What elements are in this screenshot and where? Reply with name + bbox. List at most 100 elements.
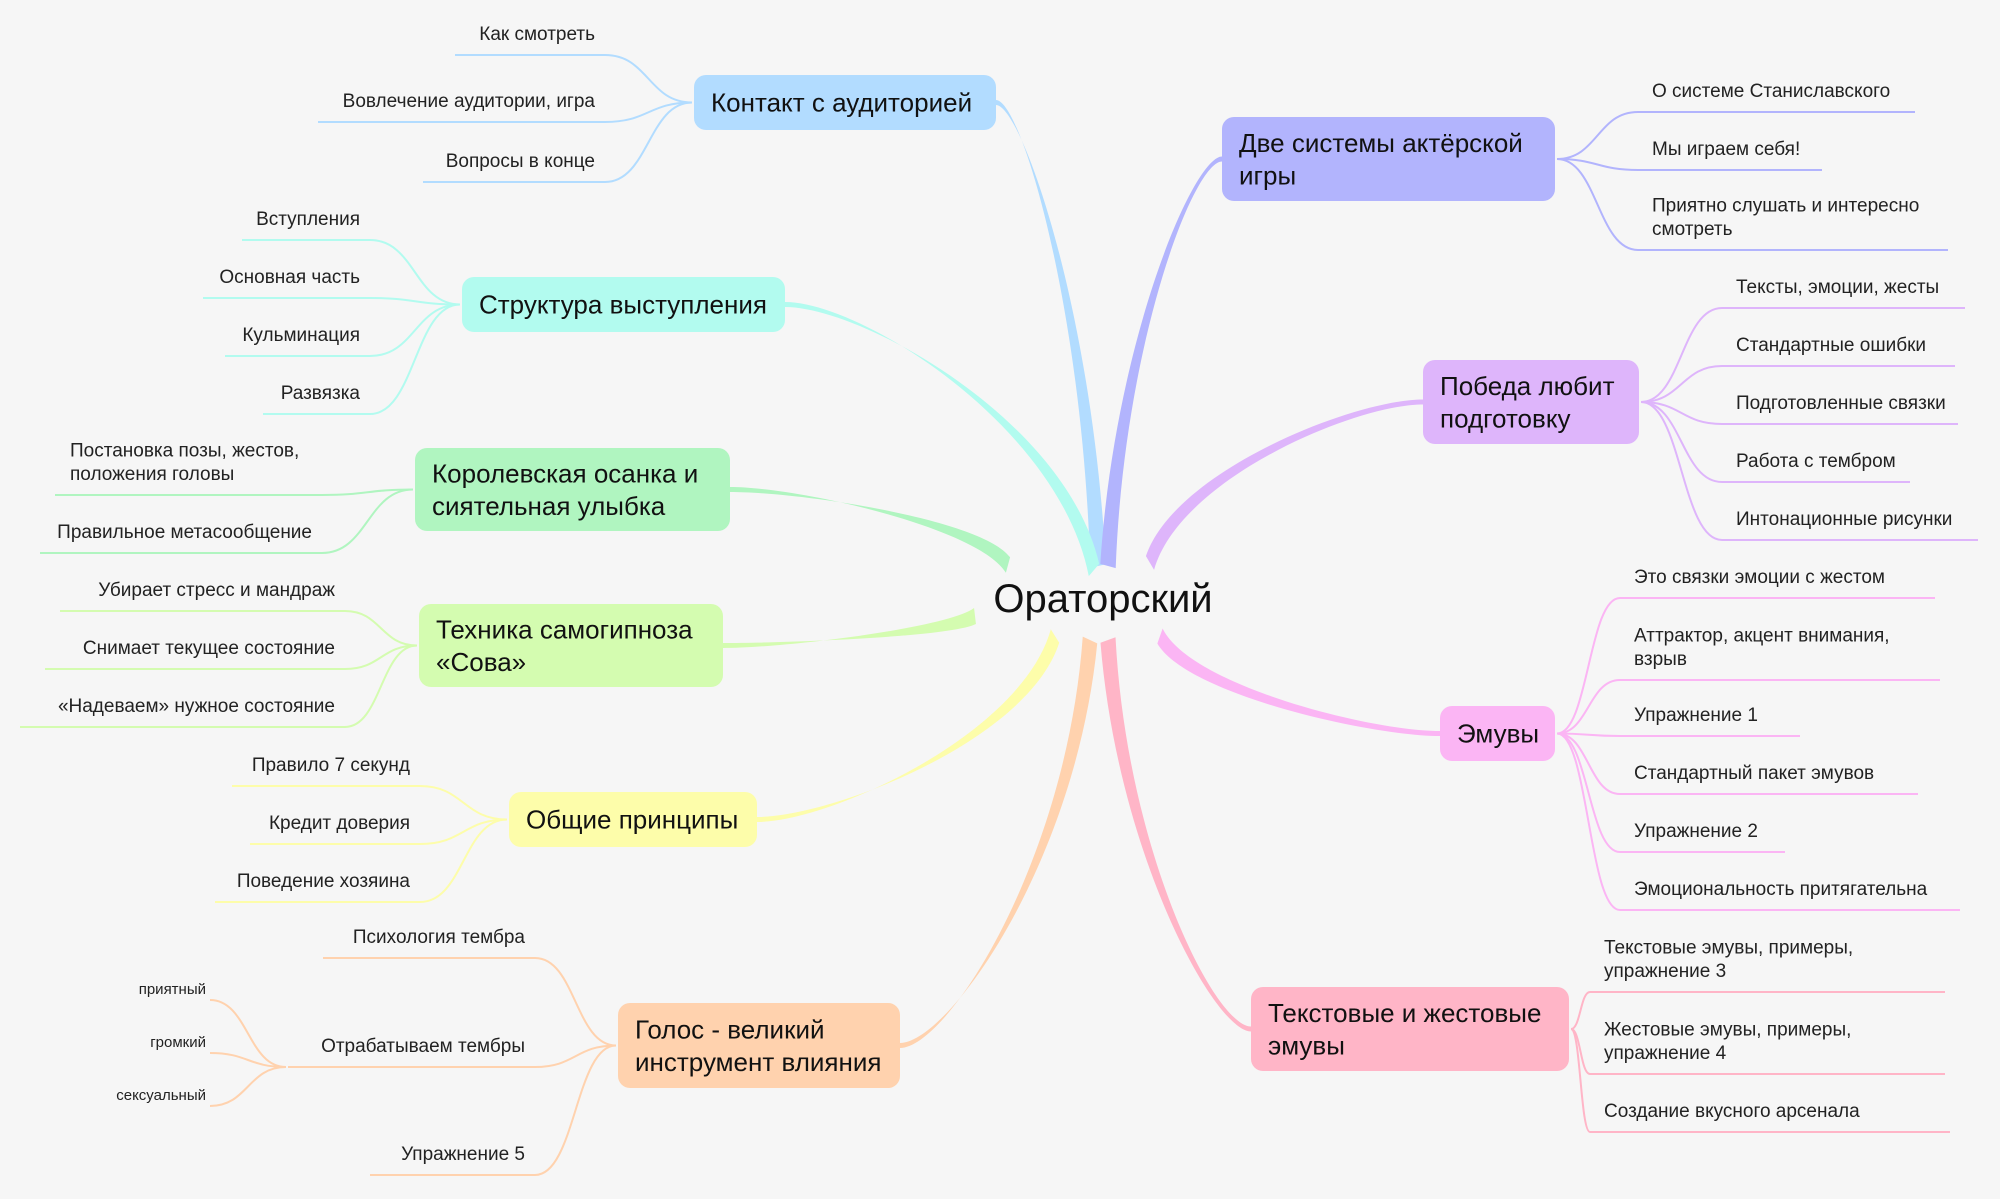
leaf-principles-2[interactable]: Поведение хозяина: [237, 871, 411, 892]
leaf-connector: [534, 1044, 617, 1068]
branch-label-systems-line: игры: [1239, 160, 1296, 190]
leaf-systems-1[interactable]: Мы играем себя!: [1652, 139, 1800, 160]
leaf-emuvy-1-line: взрыв: [1634, 649, 1687, 670]
branch-label-structure[interactable]: Структура выступления: [479, 290, 767, 320]
leaf-contact-1[interactable]: Вовлечение аудитории, игра: [343, 91, 596, 112]
leaf-connector: [419, 818, 508, 845]
leaf-connector: [534, 1044, 617, 1176]
leaf-structure-3[interactable]: Развязка: [281, 383, 361, 404]
leaf-principles-1[interactable]: Кредит доверия: [269, 813, 410, 834]
branch-label-hypnosis[interactable]: Техника самогипноза«Сова»: [436, 614, 693, 677]
leaf-victory-3[interactable]: Работа с тембром: [1736, 451, 1896, 472]
branch-label-principles[interactable]: Общие принципы: [526, 805, 738, 835]
leaf-systems-0[interactable]: О системе Станиславского: [1652, 81, 1890, 102]
branch-label-contact[interactable]: Контакт с аудиторией: [711, 88, 972, 118]
branch-node-bg: [694, 75, 996, 130]
leaf-connector: [1640, 401, 1723, 541]
leaf-emuvy-0[interactable]: Это связки эмоции с жестом: [1634, 567, 1885, 588]
leaf-contact-2[interactable]: Вопросы в конце: [446, 151, 595, 172]
branch-node-principles[interactable]: Общие принципы: [509, 792, 757, 847]
subleaf-connector: [209, 1066, 287, 1107]
branch-connector-systems: [1100, 156, 1222, 569]
subleaf-connector: [209, 999, 287, 1068]
leaf-principles-0[interactable]: Правило 7 секунд: [252, 755, 410, 776]
leaf-emuvy-1-line: Аттрактор, акцент внимания,: [1634, 625, 1890, 646]
leaf-connector: [1556, 597, 1621, 735]
leaf-emuvy-2[interactable]: Упражнение 1: [1634, 705, 1758, 726]
leaf-connector: [604, 54, 693, 104]
leaf-victory-0[interactable]: Тексты, эмоции, жесты: [1736, 277, 1939, 298]
branch-node-structure[interactable]: Структура выступления: [462, 277, 785, 332]
leaf-hypnosis-1[interactable]: Снимает текущее состояние: [83, 638, 335, 659]
leaf-hypnosis-2[interactable]: «Надеваем» нужное состояние: [58, 696, 335, 717]
leaf-emuvy-3[interactable]: Стандартный пакет эмувов: [1634, 763, 1874, 784]
leaf-connector: [1556, 732, 1621, 795]
leaf-hypnosis-0-line: Убирает стресс и мандраж: [98, 580, 335, 601]
leaf-connector: [604, 101, 693, 123]
branch-node-hypnosis[interactable]: Техника самогипноза«Сова»: [419, 604, 723, 687]
leaf-hypnosis-0[interactable]: Убирает стресс и мандраж: [98, 580, 335, 601]
leaf-emuvy-0-line: Это связки эмоции с жестом: [1634, 567, 1885, 588]
leaf-contact-0[interactable]: Как смотреть: [479, 24, 595, 45]
root-topic[interactable]: Ораторский: [993, 577, 1212, 621]
leaf-textual-1[interactable]: Жестовые эмувы, примеры,упражнение 4: [1604, 1019, 1851, 1064]
branch-node-bg: [1222, 117, 1555, 201]
branch-label-contact-line: Контакт с аудиторией: [711, 88, 972, 118]
leaf-voice-0[interactable]: Психология тембра: [353, 927, 526, 948]
leaf-victory-1[interactable]: Стандартные ошибки: [1736, 335, 1926, 356]
leaf-connector: [369, 239, 461, 306]
leaf-connector: [1570, 1028, 1591, 1133]
leaf-textual-1-line: Жестовые эмувы, примеры,: [1604, 1019, 1851, 1040]
subleaf-connector: [209, 1052, 287, 1068]
leaf-connector: [369, 297, 461, 306]
leaf-textual-0[interactable]: Текстовые эмувы, примеры,упражнение 3: [1604, 937, 1853, 982]
leaf-structure-0[interactable]: Вступления: [256, 209, 360, 230]
branch-node-emuvy[interactable]: Эмувы: [1440, 706, 1555, 761]
leaf-textual-2[interactable]: Создание вкусного арсенала: [1604, 1101, 1860, 1122]
node-layer: Контакт с аудиторией Как смотретьВовлечен…: [57, 24, 1952, 1165]
leaf-structure-2[interactable]: Кульминация: [242, 325, 360, 346]
leaf-voice-2[interactable]: Упражнение 5: [401, 1144, 525, 1165]
subleaf-voice-2[interactable]: сексуальный: [116, 1087, 206, 1104]
leaf-systems-2-line: смотреть: [1652, 219, 1733, 240]
leaf-victory-1-line: Стандартные ошибки: [1736, 335, 1926, 356]
leaf-systems-2-line: Приятно слушать и интересно: [1652, 195, 1919, 216]
leaf-connector: [419, 818, 508, 903]
leaf-connector: [1556, 158, 1639, 251]
leaf-emuvy-5[interactable]: Эмоциональность притягательна: [1634, 879, 1928, 900]
leaf-posture-0-line: Постановка позы, жестов,: [70, 440, 299, 461]
leaf-voice-1[interactable]: Отрабатываем тембры: [321, 1036, 525, 1057]
leaf-systems-1-line: Мы играем себя!: [1652, 139, 1800, 160]
leaf-textual-0-line: упражнение 3: [1604, 961, 1726, 982]
leaf-emuvy-4[interactable]: Упражнение 2: [1634, 821, 1758, 842]
subleaf-voice-1[interactable]: громкий: [150, 1034, 206, 1051]
branch-connector-emuvy: [1157, 628, 1440, 736]
leaf-emuvy-4-line: Упражнение 2: [1634, 821, 1758, 842]
branch-label-emuvy[interactable]: Эмувы: [1457, 719, 1539, 749]
leaf-emuvy-1[interactable]: Аттрактор, акцент внимания, взрыв: [1634, 625, 1890, 670]
leaf-systems-2[interactable]: Приятно слушать и интересно смотреть: [1652, 195, 1919, 240]
leaf-victory-4[interactable]: Интонационные рисунки: [1736, 509, 1952, 530]
leaf-voice-2-line: Упражнение 5: [401, 1144, 525, 1165]
leaf-structure-1[interactable]: Основная часть: [219, 267, 360, 288]
branch-connector-victory: [1145, 399, 1423, 570]
branch-node-contact[interactable]: Контакт с аудиторией: [694, 75, 996, 130]
leaf-posture-1[interactable]: Правильное метасообщение: [57, 522, 312, 543]
leaf-connector: [1640, 365, 1723, 403]
leaf-connector: [1556, 732, 1621, 911]
leaf-connector: [1640, 401, 1723, 483]
leaf-posture-0[interactable]: Постановка позы, жестов,положения головы: [70, 440, 299, 485]
leaf-victory-2[interactable]: Подготовленные связки: [1736, 393, 1946, 414]
subleaf-voice-0[interactable]: приятный: [139, 981, 206, 998]
